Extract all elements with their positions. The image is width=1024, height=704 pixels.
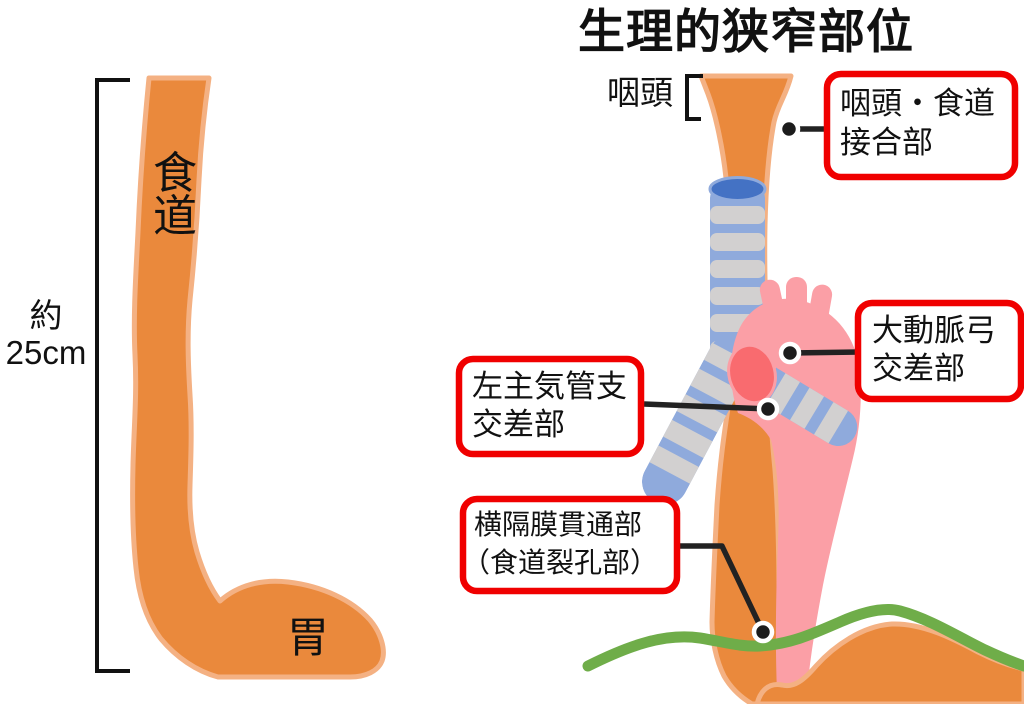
right-narrowing-figure: 咽頭 咽頭・食道 接合部 大動脈弓 交差部 左主気管支 交差部: [455, 5, 1024, 704]
page-title: 生理的狭窄部位: [578, 5, 914, 58]
leader-diaphragm: [678, 543, 766, 634]
pharynx-bracket: [685, 74, 703, 121]
callout-aortic: 大動脈弓 交差部: [854, 299, 1024, 403]
callout-bronchus-box: [455, 355, 645, 458]
length-measure-line1: 約: [30, 297, 63, 334]
trachea-cartilage-ring: [710, 287, 765, 305]
left-esophagus-stomach-shape: [130, 75, 386, 680]
callout-diaphragm-box: [459, 495, 681, 595]
marker-dot-aortic: [778, 341, 802, 365]
callout-aortic-line2: 交差部: [872, 351, 965, 386]
esophagus-label-char1: 食: [153, 149, 197, 198]
left-esophagus-figure: 約 25cm 食 道 胃: [6, 75, 386, 680]
leader-bronchus: [643, 401, 769, 412]
trachea-cartilage-ring: [710, 206, 765, 224]
pharynx-label: 咽頭: [607, 74, 673, 111]
callout-junction: 咽頭・食道 接合部: [823, 70, 1019, 181]
callout-diaphragm: 横隔膜貫通部 （食道裂孔部）: [459, 495, 681, 595]
marker-dot-bronchus: [756, 397, 780, 421]
trachea-cartilage-ring: [710, 233, 765, 251]
callout-diaphragm-line1: 横隔膜貫通部: [474, 509, 642, 540]
leader-lines: [643, 117, 861, 644]
leader-aortic: [789, 349, 861, 356]
trachea-cartilage-ring: [710, 260, 765, 278]
callout-junction-line1: 咽頭・食道: [840, 86, 995, 121]
length-bracket: [95, 78, 130, 673]
aorta-crossing-oval: [727, 343, 777, 405]
diaphragm-line: [582, 603, 1024, 672]
trachea-opening: [708, 176, 767, 202]
callout-bronchus-line2: 交差部: [472, 407, 565, 442]
callout-bronchus: 左主気管支 交差部: [455, 355, 645, 458]
callout-diaphragm-line2: （食道裂孔部）: [462, 547, 658, 578]
callout-bronchus-line1: 左主気管支: [472, 369, 627, 404]
callout-aortic-box: [854, 299, 1024, 403]
stomach-label: 胃: [287, 614, 329, 661]
marker-dot-junction: [777, 117, 801, 141]
callout-junction-box: [823, 70, 1019, 181]
callout-junction-line2: 接合部: [840, 125, 933, 160]
callout-aortic-line1: 大動脈弓: [872, 313, 996, 348]
length-measure-line2: 25cm: [6, 334, 87, 371]
marker-dot-diaphragm: [751, 620, 775, 644]
esophagus-label-char2: 道: [153, 192, 197, 241]
